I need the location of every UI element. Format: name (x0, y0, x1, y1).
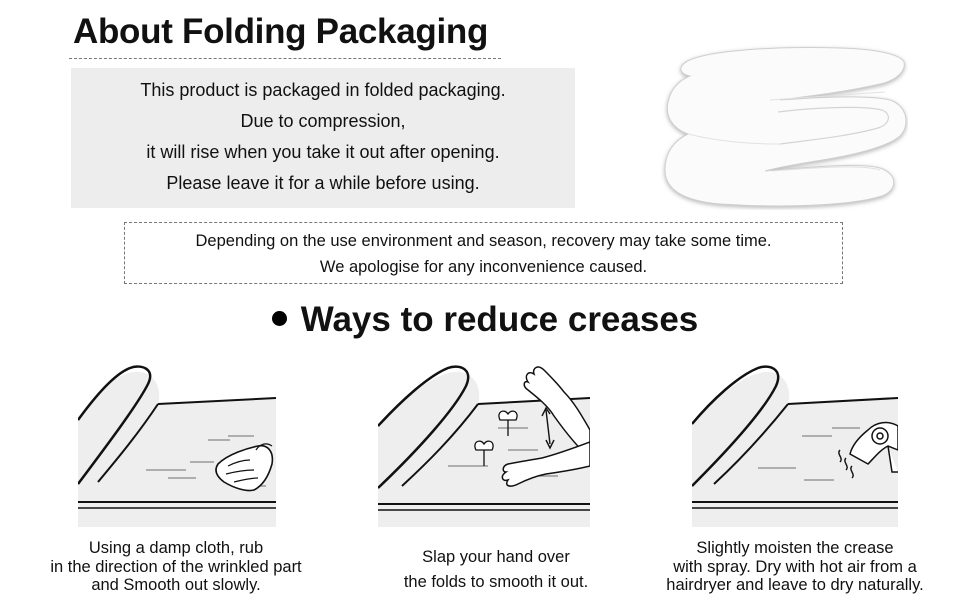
notice-line: Depending on the use environment and sea… (195, 232, 772, 250)
intro-line: Due to compression, (240, 111, 406, 131)
intro-panel: This product is packaged in folded packa… (71, 68, 575, 208)
step-caption: Using a damp cloth, rub in the direction… (30, 539, 322, 595)
caption-line: and Smooth out slowly. (91, 576, 261, 594)
caption-line: Slightly moisten the crease (696, 539, 894, 557)
bullet-icon (271, 311, 287, 327)
hand-slap-icon (501, 366, 590, 487)
notice-line: We apologise for any inconvenience cause… (319, 258, 648, 276)
caption-line: Slap your hand over (422, 548, 570, 566)
caption-line: the folds to smooth it out. (403, 573, 589, 591)
damp-cloth-illustration (78, 354, 276, 527)
caption-line: Using a damp cloth, rub (88, 539, 264, 557)
step-caption: Slap your hand over the folds to smooth … (388, 545, 604, 595)
caption-line: hairdryer and leave to dry naturally. (666, 576, 924, 594)
damp-cloth-icon (215, 443, 274, 492)
folded-packaging-icon (664, 46, 907, 207)
section-title: Ways to reduce creases (300, 300, 699, 339)
caption-line: in the direction of the wrinkled part (50, 557, 302, 576)
hand-slap-illustration (378, 354, 590, 527)
intro-line: This product is packaged in folded packa… (140, 80, 506, 100)
intro-line: it will rise when you take it out after … (146, 142, 500, 162)
hairdryer-illustration (692, 354, 898, 527)
page-title: About Folding Packaging (73, 12, 489, 51)
section-heading: Ways to reduce creases (0, 300, 970, 344)
intro-line: Please leave it for a while before using… (166, 173, 480, 193)
caption-line: with spray. Dry with hot air from a (673, 557, 917, 576)
step-caption: Slightly moisten the crease with spray. … (650, 539, 940, 595)
notice-box: Depending on the use environment and sea… (124, 222, 843, 284)
title-divider (69, 58, 501, 59)
hairdryer-icon (849, 421, 898, 473)
